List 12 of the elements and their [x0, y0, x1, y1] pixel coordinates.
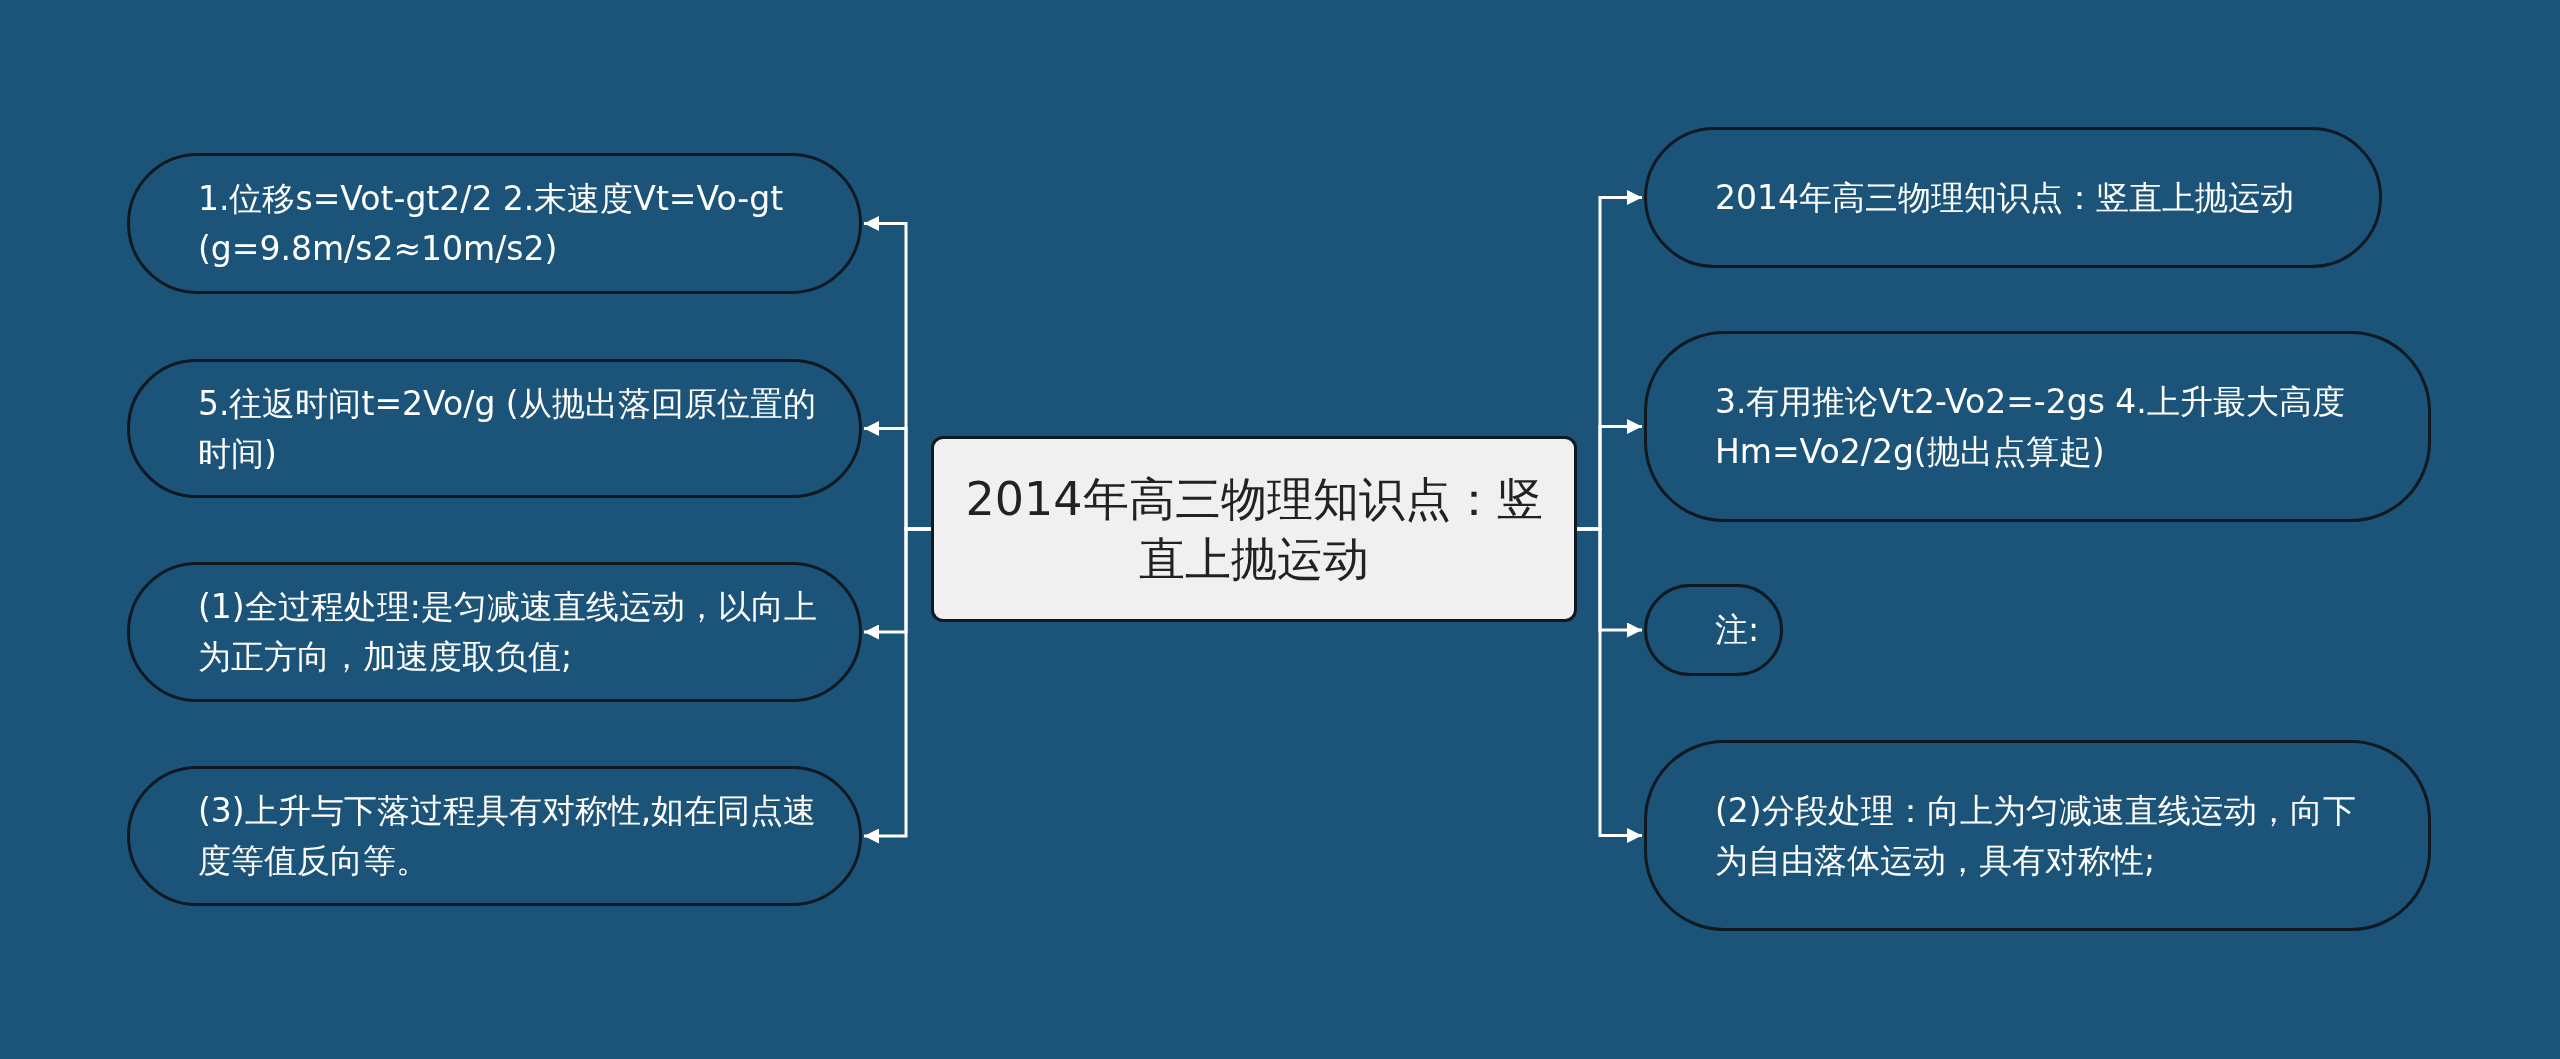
topic-text: (2)分段处理：向上为匀减速直线运动，向下为自由落体运动，具有对称性; — [1715, 789, 2357, 882]
topic-text: 2014年高三物理知识点：竖直上抛运动 — [1715, 176, 2294, 219]
topic-text: (1)全过程处理:是匀减速直线运动，以向上为正方向，加速度取负值; — [198, 586, 818, 678]
topic-text: (3)上升与下落过程具有对称性,如在同点速度等值反向等。 — [198, 790, 818, 882]
topic-text: 3.有用推论Vt2-Vo2=-2gs 4.上升最大高度Hm=Vo2/2g(抛出点算起) — [1715, 380, 2346, 473]
topic-text: 注: — [1715, 609, 1760, 651]
central-topic-box — [931, 436, 1577, 622]
topic-text: 1.位移s=Vot-gt2/2 2.末速度Vt=Vo-gt (g=9.8m/s2≈10m/s2) — [198, 177, 785, 270]
arrow — [1577, 527, 1642, 843]
topic-text: 2014年高三物理知识点：竖直上抛运动 — [964, 471, 1544, 588]
arrow — [864, 527, 931, 844]
topic-text: 5.往返时间t=2Vo/g (从抛出落回原位置的时间) — [198, 382, 817, 475]
